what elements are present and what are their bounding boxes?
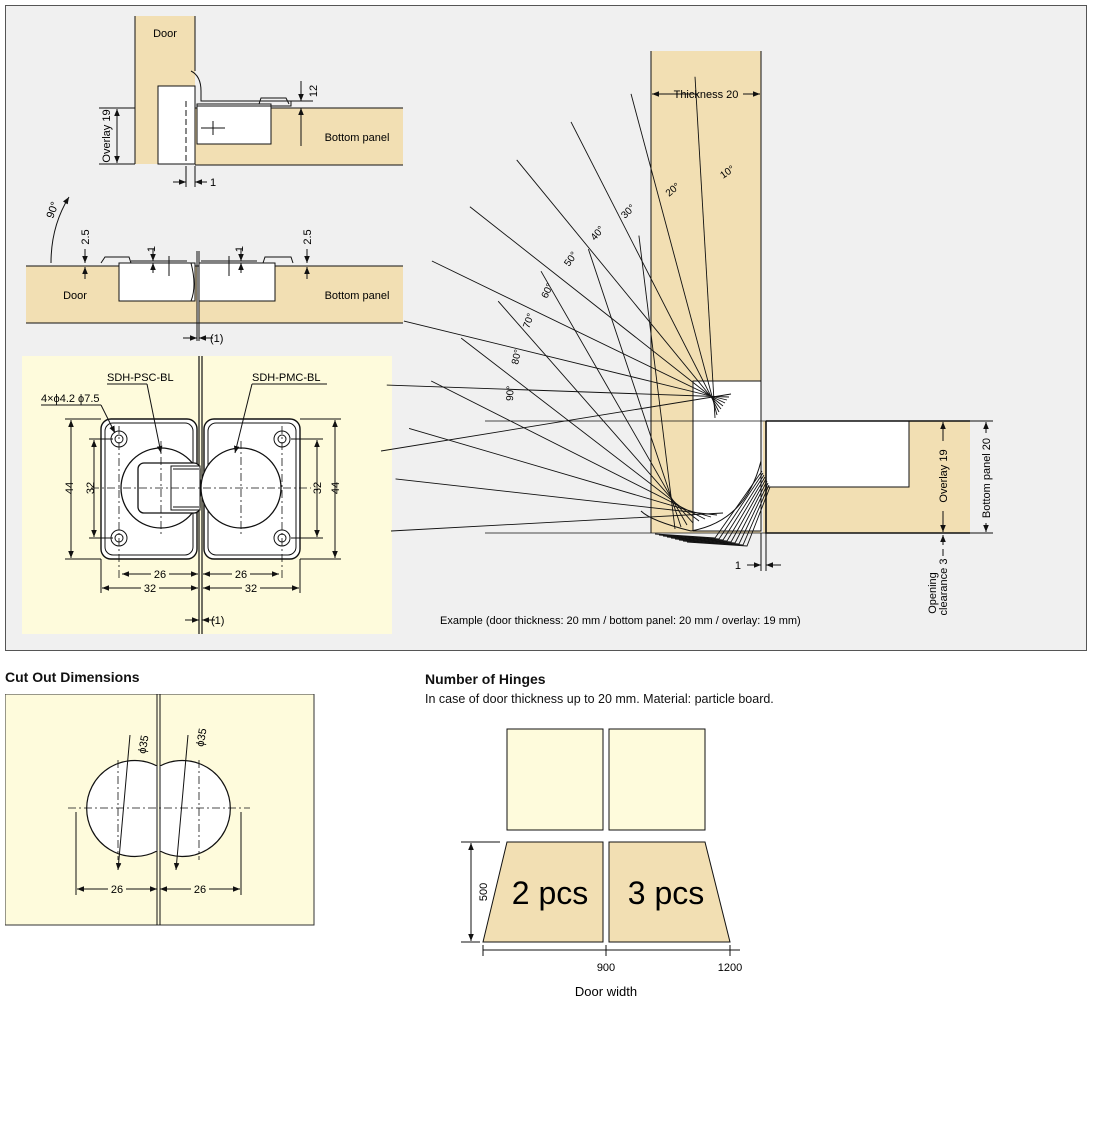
angle-label: 60° xyxy=(540,282,556,300)
fan-outline xyxy=(682,484,770,546)
example-caption: Example (door thickness: 20 mm / bottom … xyxy=(440,615,801,627)
dim-32-right-label: 32 xyxy=(312,482,324,494)
dim-1-right-label: 1 xyxy=(234,246,246,252)
gap-label-open: (1) xyxy=(210,333,223,345)
fan-outline xyxy=(670,478,767,543)
dim-44-left-label: 44 xyxy=(64,482,76,494)
door-label-open: Door xyxy=(63,290,87,302)
fan-line xyxy=(587,248,682,528)
hinges-title: Number of Hinges xyxy=(425,671,546,687)
height-500-label: 500 xyxy=(478,883,490,901)
right-model-label: SDH-PMC-BL xyxy=(252,372,320,384)
fan-line xyxy=(516,159,722,410)
angle-90-label: 90° xyxy=(45,200,62,220)
upper-panel-left xyxy=(506,728,604,831)
region-3pcs xyxy=(608,841,731,943)
fan-line xyxy=(403,320,728,401)
dim-26-left-label: 26 xyxy=(154,569,166,581)
closed-hinge-section: Door Bottom panel Overlay 19 12 1 xyxy=(99,16,403,189)
fan-line xyxy=(430,380,706,520)
holes-label: 4×ϕ4.2 ϕ7.5 xyxy=(41,393,100,405)
overlay-dim-label: Overlay 19 xyxy=(101,109,113,162)
swing-fan-lines xyxy=(380,76,771,547)
fan-line xyxy=(390,512,724,532)
fan-outline xyxy=(666,476,766,542)
swing-dim-1-label: 1 xyxy=(735,560,741,572)
fan-line xyxy=(694,76,716,419)
open-hinge-section: 90° Door Bottom panel 2.5 1 1 2.5 (1) xyxy=(26,196,403,345)
fan-line xyxy=(460,337,700,522)
cutout-dim-right-label: 26 xyxy=(194,884,206,896)
dim-44-right-label: 44 xyxy=(330,482,342,494)
hinges-subtitle: In case of door thickness up to 20 mm. M… xyxy=(425,692,774,706)
angle-label: 30° xyxy=(619,203,637,221)
fan-outline xyxy=(654,470,763,539)
cutout-title: Cut Out Dimensions xyxy=(5,669,140,685)
fan-line xyxy=(497,300,694,524)
cutout-dia-right-label: ϕ35 xyxy=(195,727,210,747)
fan-outline xyxy=(658,472,764,540)
label-2pcs: 2 pcs xyxy=(512,875,588,911)
bottom-panel-swing-label: Bottom panel 20 xyxy=(981,438,993,518)
dim-2-5-left-label: 2.5 xyxy=(80,229,92,244)
label-3pcs: 3 pcs xyxy=(628,875,704,911)
door-width-axis-label: Door width xyxy=(575,984,637,999)
hinge-diagram-panel: Door Bottom panel Overlay 19 12 1 xyxy=(5,5,1087,651)
cutout-dia-left-label: ϕ35 xyxy=(137,734,152,754)
fan-line xyxy=(408,427,712,518)
cutout-diagram: ϕ35 ϕ35 26 26 xyxy=(5,694,315,926)
fan-outline xyxy=(674,480,768,544)
swing-diagram: Thickness 20 10°20°30°40°50°60°70°80°90°… xyxy=(380,51,993,627)
fan-line xyxy=(540,270,688,526)
region-2pcs xyxy=(482,841,604,943)
dim-1-label: 1 xyxy=(210,177,216,189)
thickness-label: Thickness 20 xyxy=(674,89,739,101)
hinge-diagram-canvas: Door Bottom panel Overlay 19 12 1 xyxy=(22,16,993,634)
opening-label-1: Opening xyxy=(927,572,939,614)
angle-label: 80° xyxy=(510,349,524,366)
fan-line xyxy=(469,206,724,407)
fan-outline xyxy=(686,486,771,547)
fan-line xyxy=(395,478,718,516)
fan-line xyxy=(570,121,720,413)
fan-line xyxy=(386,384,730,398)
fan-line xyxy=(431,260,726,404)
fan-outline xyxy=(678,482,769,545)
dim-26-right-label: 26 xyxy=(235,569,247,581)
bottom-panel-label: Bottom panel xyxy=(325,132,390,144)
angle-label: 90° xyxy=(505,386,517,401)
fan-line xyxy=(630,93,718,416)
tick-900-label: 900 xyxy=(597,962,615,974)
dim-32-bottom-left-label: 32 xyxy=(144,583,156,595)
upper-panel-right xyxy=(608,728,706,831)
bottom-panel-label-open: Bottom panel xyxy=(325,290,390,302)
opening-label-2: clearance 3 xyxy=(938,559,950,616)
cutout-dim-left-label: 26 xyxy=(111,884,123,896)
overlay-swing-label: Overlay 19 xyxy=(938,449,950,502)
door-label: Door xyxy=(153,28,177,40)
hinge-plan-view: SDH-PSC-BL SDH-PMC-BL 4×ϕ4.2 ϕ7.5 44 32 … xyxy=(22,356,392,634)
dim-1-left-label: 1 xyxy=(146,246,158,252)
dim-32-left-label: 32 xyxy=(85,482,97,494)
angle-label: 40° xyxy=(589,224,607,243)
hinges-chart: 2 pcs 3 pcs 500 900 1200 Door width xyxy=(461,728,742,999)
fan-outline xyxy=(662,474,765,541)
dim-2-5-right-label: 2.5 xyxy=(302,229,314,244)
left-model-label: SDH-PSC-BL xyxy=(107,372,174,384)
dim-12-label: 12 xyxy=(308,85,320,97)
angle-label: 50° xyxy=(562,250,580,269)
fan-line xyxy=(380,393,732,452)
tick-1200-label: 1200 xyxy=(718,962,742,974)
angle-label: 70° xyxy=(521,312,537,330)
fan-line xyxy=(638,235,676,530)
dim-32-bottom-right-label: 32 xyxy=(245,583,257,595)
gap-label-plan: (1) xyxy=(211,615,224,627)
